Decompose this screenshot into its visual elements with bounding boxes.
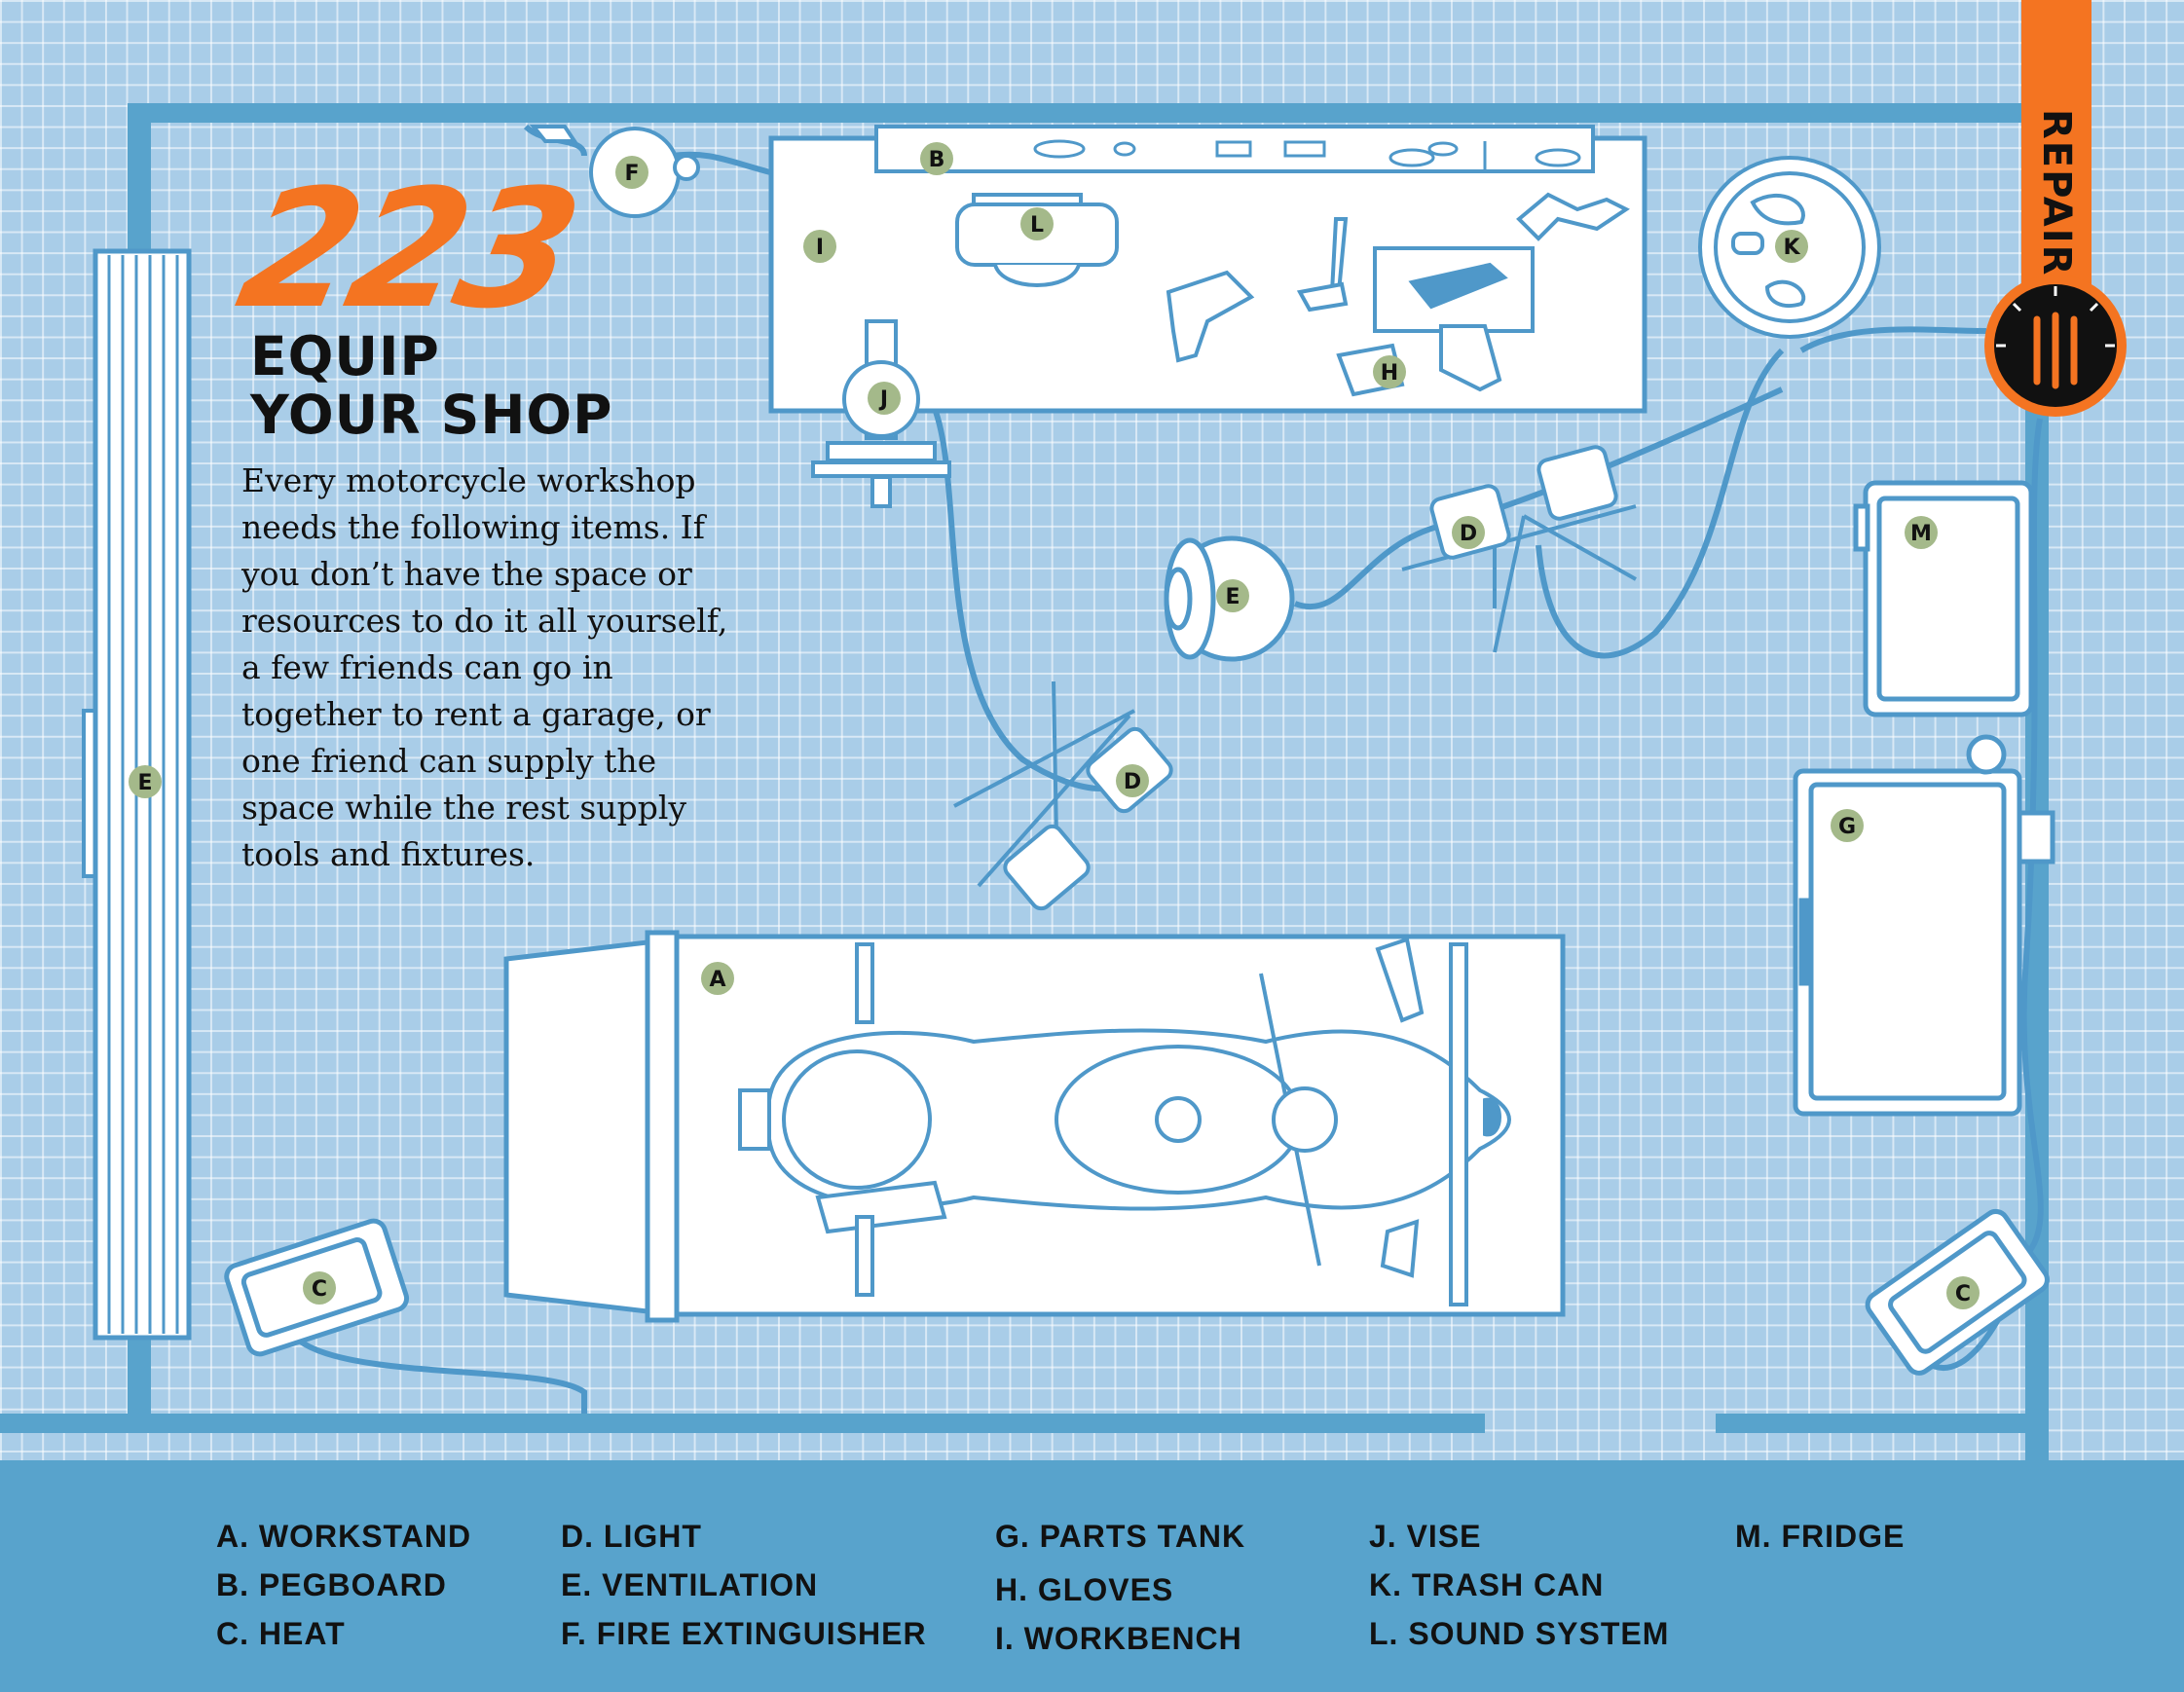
legend-item: F. FIRE EXTINGUISHER <box>561 1616 927 1651</box>
svg-text:D: D <box>1460 522 1477 546</box>
marker-d-lower: D <box>1116 764 1149 797</box>
svg-text:I: I <box>816 236 824 260</box>
marker-e-fan: E <box>1216 579 1249 612</box>
marker-d-upper: D <box>1452 516 1485 549</box>
legend-item: I. WORKBENCH <box>995 1621 1242 1656</box>
title-line-2: YOUR SHOP <box>250 384 613 446</box>
work-light-upper <box>1401 445 1637 653</box>
legend-item: E. VENTILATION <box>561 1567 819 1602</box>
legend-item: B. PEGBOARD <box>216 1567 447 1602</box>
section-tab <box>2021 0 2091 292</box>
svg-text:H: H <box>1381 361 1398 386</box>
intro-paragraph: Every motorcycle workshop needs the foll… <box>241 461 728 873</box>
svg-text:E: E <box>1225 585 1240 609</box>
sound-system <box>955 193 1119 287</box>
legend-panel: A. WORKSTAND B. PEGBOARD C. HEAT D. LIGH… <box>0 1460 2184 1692</box>
wrench-badge-icon <box>1984 275 2127 417</box>
legend-item: M. FRIDGE <box>1735 1519 1906 1554</box>
tools <box>1166 192 1630 397</box>
motorcycle <box>738 937 1511 1306</box>
svg-text:K: K <box>1783 236 1800 260</box>
vise <box>811 319 951 508</box>
svg-text:B: B <box>929 148 945 172</box>
svg-text:F: F <box>624 162 639 186</box>
svg-text:G: G <box>1838 815 1856 839</box>
shop-floor-plan: A B C C D D E E F G H I J K L M <box>0 103 2055 1460</box>
marker-i: I <box>803 230 836 263</box>
marker-g: G <box>1831 809 1864 842</box>
section-tab-label: REPAIR <box>2034 109 2079 277</box>
legend-item: D. LIGHT <box>561 1519 702 1554</box>
svg-text:A: A <box>709 968 725 992</box>
tip-number: 223 <box>225 154 590 345</box>
parts-tank <box>1793 734 2055 1117</box>
marker-c-left: C <box>303 1271 336 1305</box>
marker-c-right: C <box>1946 1276 1980 1309</box>
svg-text:D: D <box>1124 770 1141 794</box>
page-title: EQUIP YOUR SHOP <box>250 327 613 444</box>
legend-item: J. VISE <box>1369 1519 1482 1554</box>
marker-f: F <box>615 156 648 189</box>
svg-text:L: L <box>1030 213 1044 238</box>
marker-h: H <box>1373 355 1406 388</box>
legend-item: H. GLOVES <box>995 1572 1174 1607</box>
marker-l: L <box>1020 207 1054 240</box>
marker-m: M <box>1905 516 1938 549</box>
legend-item: A. WORKSTAND <box>216 1519 472 1554</box>
marker-k: K <box>1775 230 1808 263</box>
title-line-1: EQUIP <box>250 325 440 387</box>
svg-text:J: J <box>878 387 888 412</box>
svg-text:C: C <box>312 1277 327 1302</box>
marker-b: B <box>920 142 953 175</box>
svg-text:C: C <box>1955 1282 1971 1306</box>
legend-item: L. SOUND SYSTEM <box>1369 1616 1670 1651</box>
marker-a: A <box>701 962 734 995</box>
marker-j: J <box>868 382 901 415</box>
marker-e-door: E <box>129 765 162 798</box>
legend-item: K. TRASH CAN <box>1369 1567 1605 1602</box>
pegboard <box>874 125 1595 173</box>
item-markers: A B C C D D E E F G H I J K L M <box>129 142 1980 1309</box>
fridge <box>1853 480 2034 717</box>
svg-text:M: M <box>1910 522 1932 546</box>
legend-item: G. PARTS TANK <box>995 1519 1246 1554</box>
svg-text:E: E <box>137 771 152 795</box>
legend-item: C. HEAT <box>216 1616 346 1651</box>
